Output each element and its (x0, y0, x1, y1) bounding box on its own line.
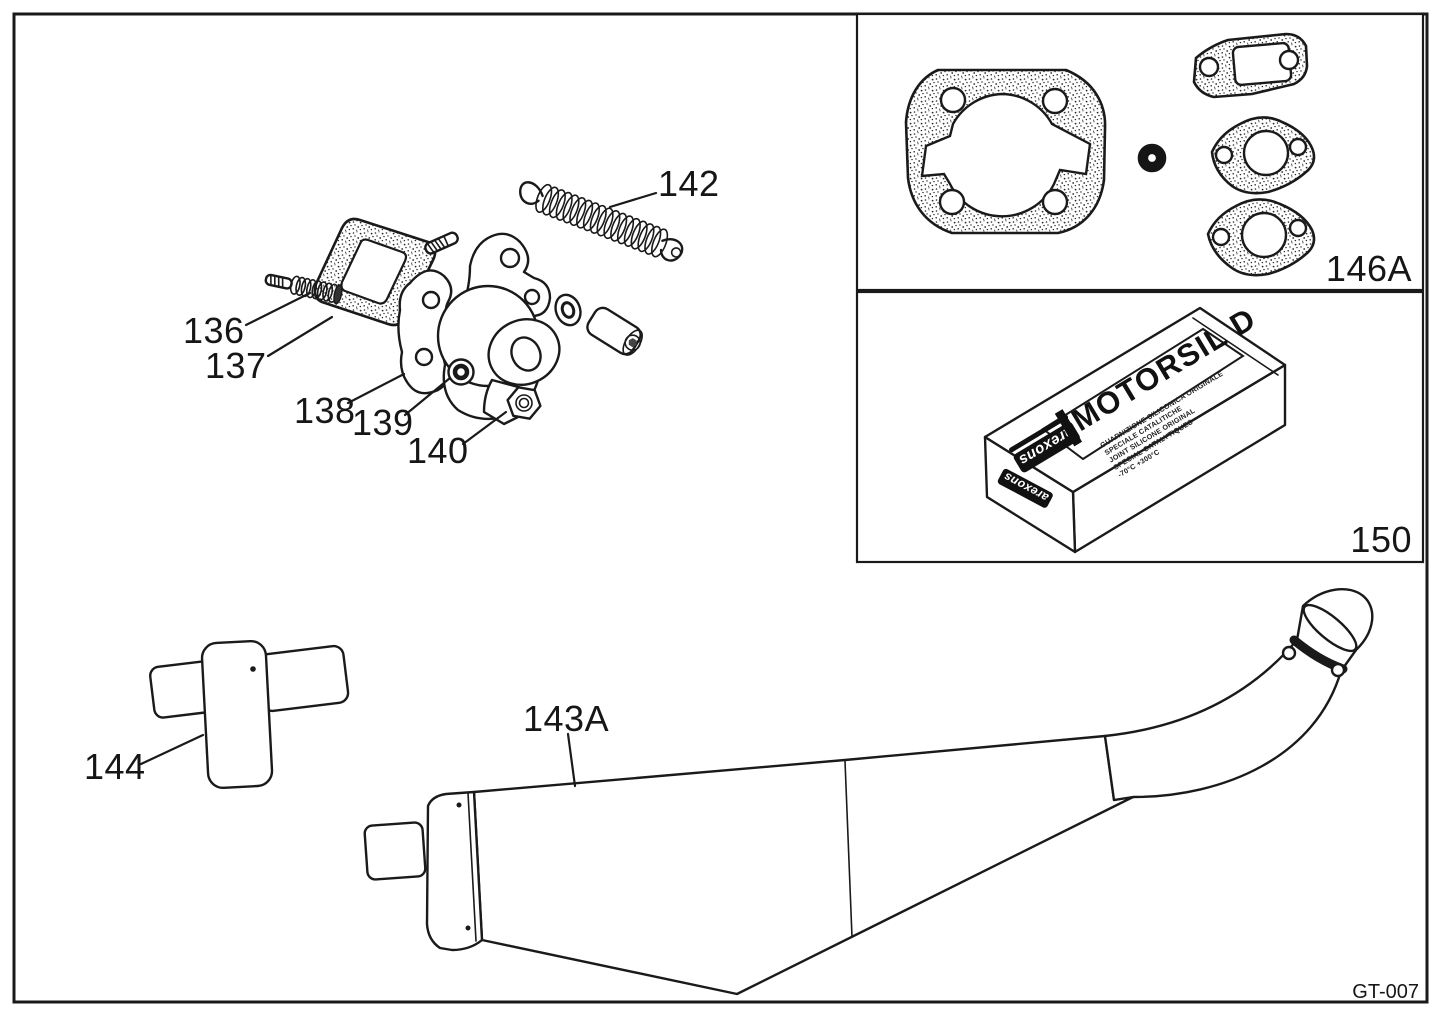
cylinder-base-gasket (904, 68, 1107, 235)
exhaust-port-gasket (1192, 32, 1309, 99)
callout-exhaust-flange: 138 (294, 390, 356, 431)
callout-spring: 142 (658, 163, 720, 204)
set-o-ring (1137, 143, 1167, 173)
panel-gasket-set: 146A (855, 12, 1425, 292)
exhaust-stud-lower (264, 273, 343, 305)
silencer-assembly: 144 143A (84, 587, 1374, 996)
exhaust-flange-assembly: 136 137 138 139 140 142 (183, 163, 720, 471)
flange-nut (506, 386, 542, 420)
callout-manifold-gasket: 137 (205, 345, 267, 386)
drawing-code: GT-007 (1352, 981, 1419, 1003)
callout-o-ring: 139 (352, 402, 414, 443)
silencer-body (363, 587, 1374, 996)
callout-sealant: 150 (1350, 519, 1412, 560)
callout-nut: 140 (407, 430, 469, 471)
page-frame (12, 12, 1429, 1004)
exhaust-spring (519, 181, 684, 262)
callout-gasket-set: 146A (1326, 248, 1412, 289)
round-port-gasket-1 (1210, 116, 1316, 195)
exhaust-stud-upper (424, 231, 459, 255)
o-ring (447, 358, 475, 386)
silencer-bracket (149, 639, 350, 790)
callout-silencer: 143A (523, 698, 609, 739)
callout-bracket: 144 (84, 746, 146, 787)
round-port-gasket-2 (1206, 198, 1316, 277)
callout-stud: 136 (183, 310, 245, 351)
seal-ring (554, 293, 582, 327)
spacer-nut (586, 306, 643, 356)
panel-sealant: arexons MOTORSIL D GUARNIZIONE SILICONIC… (855, 290, 1425, 564)
